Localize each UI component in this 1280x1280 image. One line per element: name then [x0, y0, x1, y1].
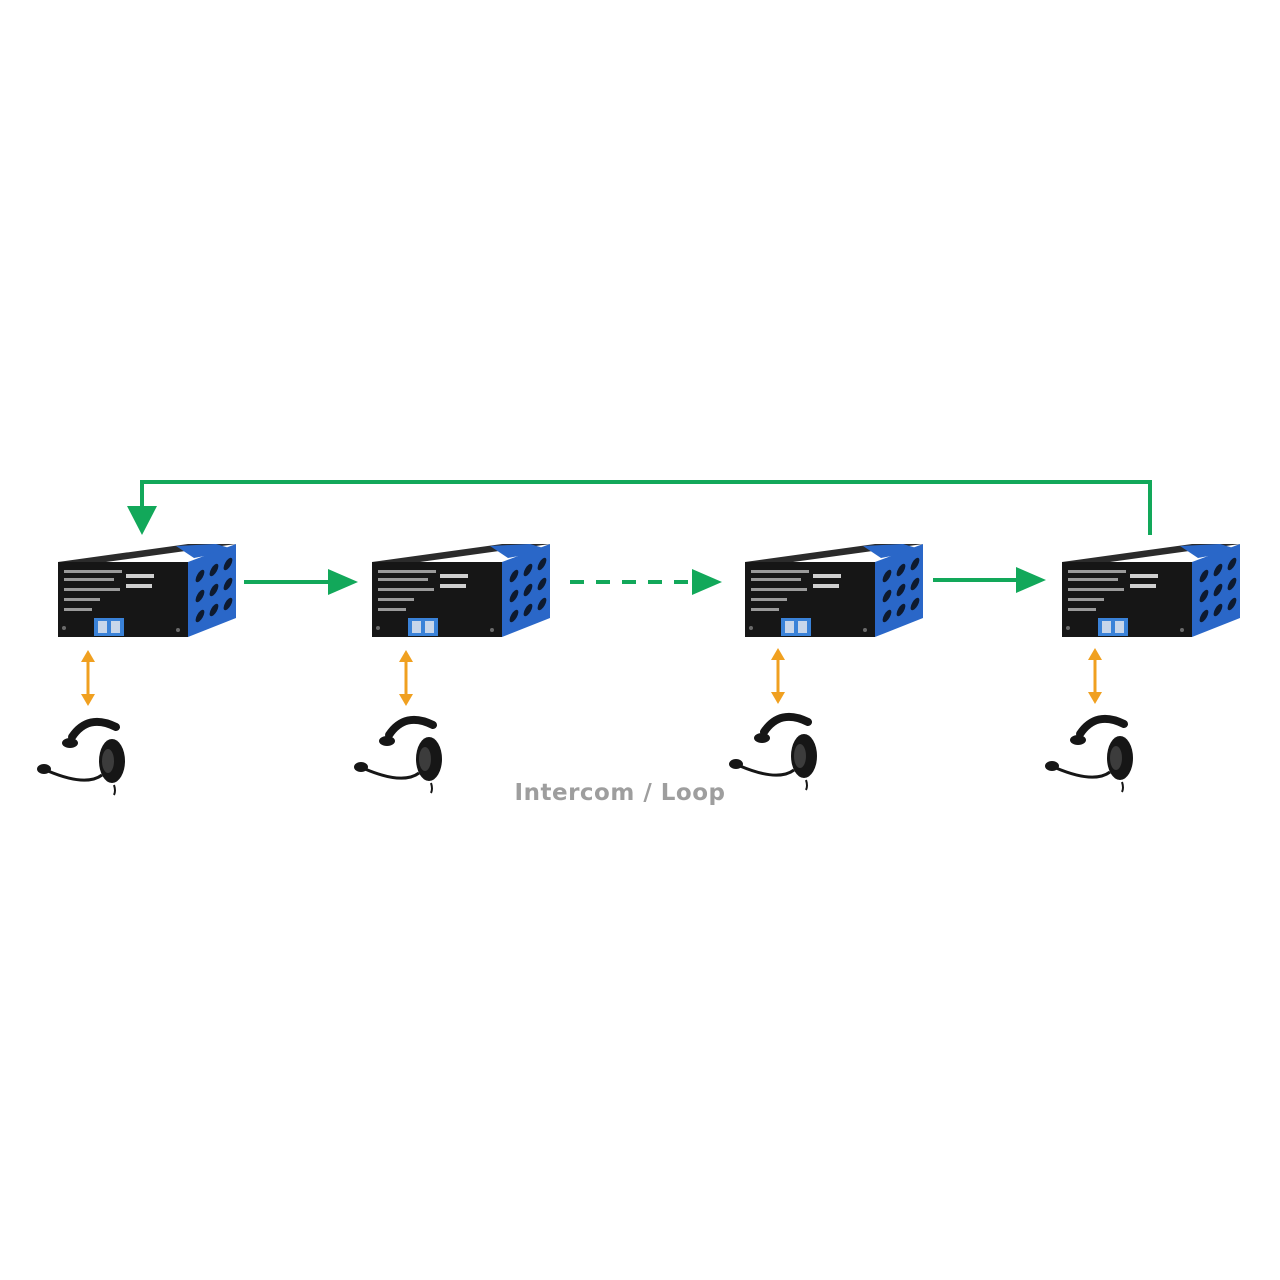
fiber-intercom-node-icon	[372, 544, 550, 637]
fiber-intercom-node-icon	[745, 544, 923, 637]
fiber-intercom-node-icon	[58, 544, 236, 637]
audio-link-arrow-4	[1086, 646, 1104, 706]
headset-icon	[37, 722, 125, 795]
loop-return-arrowhead	[127, 506, 157, 535]
audio-link-arrow-3	[769, 646, 787, 706]
link-arrowhead-3-4	[1016, 567, 1046, 593]
loop-return-line	[140, 480, 1152, 535]
headset-icon	[354, 720, 442, 793]
fiber-intercom-node-icon	[1062, 544, 1240, 637]
node-3	[729, 544, 923, 790]
node-4	[1045, 544, 1240, 792]
audio-link-arrow-2	[397, 648, 415, 708]
node-2	[354, 544, 550, 793]
headset-icon	[1045, 719, 1133, 792]
audio-link-arrow-1	[79, 648, 97, 708]
link-arrowhead-2-3	[692, 569, 722, 595]
diagram-caption: Intercom / Loop	[514, 780, 726, 806]
node-1	[37, 544, 236, 795]
link-arrowhead-1-2	[328, 569, 358, 595]
